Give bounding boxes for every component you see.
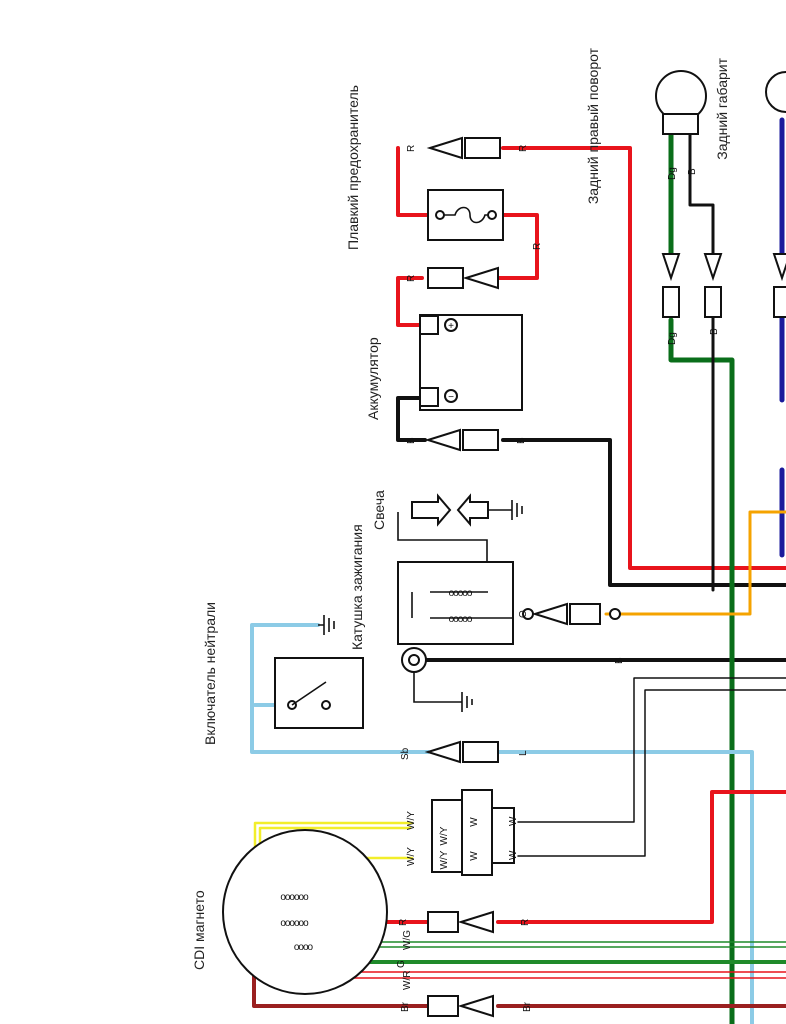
- code-br-1: Br: [400, 1001, 411, 1012]
- fuse-connector-top: [426, 136, 501, 160]
- label-fuse-text: Плавкий предохранитель: [345, 85, 361, 250]
- code-r-6: R: [520, 919, 531, 926]
- svg-text:−: −: [448, 392, 454, 403]
- label-rear-marker-text: Задний габарит: [714, 57, 730, 159]
- battery: + −: [419, 314, 523, 411]
- ignition-coil: ooooo ooooo: [397, 561, 514, 712]
- label-neutral-switch: Включатель нейтрали: [202, 602, 218, 745]
- cdi-magneto: oooooo oooooo oooo: [222, 829, 388, 995]
- fuse-holder: [427, 189, 504, 241]
- svg-text:W/Y: W/Y: [439, 826, 450, 845]
- spark-plug: [397, 493, 523, 575]
- code-dg-2: Dg: [667, 332, 678, 345]
- label-rear-right-turn-text: Задний правый поворот: [585, 47, 601, 204]
- label-ignition-coil-text: Катушка зажигания: [349, 524, 365, 650]
- neutral-switch: [274, 615, 364, 729]
- code-br-2: Br: [522, 1001, 533, 1012]
- svg-text:+: +: [448, 321, 454, 332]
- code-r-4: R: [406, 275, 417, 282]
- label-battery: Аккумулятор: [365, 337, 381, 420]
- label-cdi-magneto-text: CDI магнето: [191, 890, 207, 970]
- white-wire-2: [517, 689, 786, 857]
- code-dg-1: Dg: [667, 167, 678, 180]
- red-wire-fuse-top: [396, 146, 786, 570]
- label-rear-right-turn: Задний правый поворот: [585, 47, 601, 204]
- fuse-connector-bottom: [427, 266, 499, 290]
- label-spark-plug: Свеча: [371, 490, 387, 530]
- magneto-connectors: [427, 910, 494, 1018]
- svg-text:oooo: oooo: [294, 942, 314, 953]
- label-ignition-coil: Катушка зажигания: [349, 524, 365, 650]
- code-wy-2: W/Y: [406, 847, 417, 866]
- code-g: G: [396, 960, 407, 968]
- code-r-3: R: [532, 243, 543, 250]
- ignition-coil-connector: [522, 602, 621, 626]
- code-w-2: W: [508, 850, 519, 860]
- code-wy-1: W/Y: [406, 811, 417, 830]
- green-wire-magneto: [303, 950, 786, 964]
- rear-marker-lamp: [765, 71, 786, 113]
- neutral-switch-connector: [424, 740, 499, 764]
- label-rear-marker: Задний габарит: [714, 57, 730, 159]
- code-r-5: R: [398, 919, 409, 926]
- battery-connector: [424, 428, 499, 452]
- svg-text:W: W: [469, 817, 480, 827]
- sky-blue-wire-neutral: [250, 623, 754, 1024]
- turn-connectors: [661, 253, 786, 318]
- label-spark-plug-text: Свеча: [371, 490, 387, 530]
- white-green-wire: [309, 941, 786, 948]
- code-r-1: R: [406, 145, 417, 152]
- label-battery-text: Аккумулятор: [365, 337, 381, 420]
- svg-text:W: W: [469, 851, 480, 861]
- white-wire-1: [517, 677, 786, 823]
- code-b-2: B: [516, 437, 527, 444]
- label-cdi-magneto: CDI магнето: [191, 890, 207, 970]
- code-b-5: B: [614, 657, 625, 664]
- code-b-4: B: [709, 328, 720, 335]
- svg-text:ooooo: ooooo: [449, 614, 473, 625]
- orange-wire-coil: [604, 510, 786, 616]
- svg-text:oooooo: oooooo: [280, 892, 309, 903]
- rear-right-turn-lamp: [655, 70, 707, 135]
- svg-text:W/Y: W/Y: [439, 850, 450, 869]
- code-r-2: R: [518, 145, 529, 152]
- dark-green-wire-turn: [668, 129, 735, 1024]
- regulator-connector: W/Y W/Y W W: [431, 789, 515, 876]
- code-wr: W/R: [402, 971, 413, 990]
- black-wire-turn: [688, 130, 715, 592]
- code-o: O: [518, 610, 529, 618]
- code-b-1: B: [406, 437, 417, 444]
- svg-text:oooooo: oooooo: [280, 918, 309, 929]
- black-wire-battery: [396, 396, 786, 587]
- code-b-3: B: [687, 168, 698, 175]
- label-neutral-switch-text: Включатель нейтрали: [202, 602, 218, 745]
- code-wg: W/G: [402, 930, 413, 950]
- code-sb: Sb: [400, 747, 411, 760]
- svg-text:ooooo: ooooo: [449, 588, 473, 599]
- code-w-1: W: [508, 816, 519, 826]
- label-fuse: Плавкий предохранитель: [345, 85, 361, 250]
- code-l: L: [518, 750, 529, 756]
